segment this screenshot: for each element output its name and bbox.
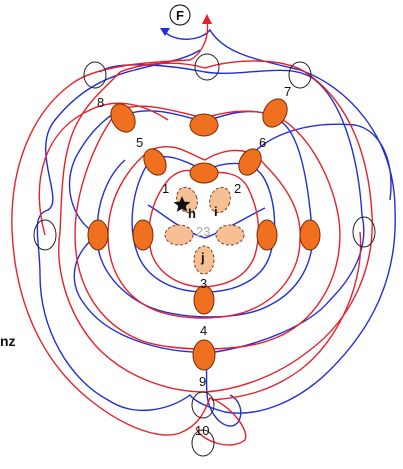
crossing-bottom-b — [191, 429, 215, 457]
side-text: nz — [0, 333, 16, 349]
label-4: 4 — [200, 323, 207, 338]
arrow-down-icon — [160, 28, 170, 36]
blue-bottom-tail — [204, 351, 242, 427]
node-3 — [193, 285, 215, 315]
label-1: 1 — [162, 181, 169, 196]
node-7 — [262, 98, 288, 128]
node-left-outer — [87, 219, 109, 251]
crossing-right — [352, 216, 376, 248]
node-8 — [110, 103, 136, 133]
label-2: 2 — [234, 181, 241, 196]
faded-node-2 — [209, 186, 231, 214]
node-6 — [238, 148, 262, 176]
label-5: 5 — [136, 135, 143, 150]
label-h: h — [188, 206, 196, 221]
red-outer-loop — [11, 19, 247, 446]
node-left-inner — [132, 219, 154, 251]
node-right-inner — [256, 219, 278, 251]
label-8: 8 — [97, 95, 104, 110]
faded-node-right — [215, 224, 245, 246]
blue-cross-b — [147, 204, 266, 239]
node-5 — [143, 148, 167, 176]
node-4 — [192, 339, 216, 371]
arrow-up-icon — [202, 14, 212, 24]
faded-node-left — [164, 224, 194, 246]
node-top-center — [189, 113, 219, 137]
crossing-top-left — [83, 61, 107, 89]
start-marker: F — [169, 4, 191, 26]
crossing-markers — [33, 53, 376, 457]
label-7: 7 — [284, 84, 291, 99]
label-3: 3 — [200, 276, 207, 291]
start-marker-circle — [169, 4, 191, 26]
red-cross-a — [38, 102, 169, 236]
faded-node-j — [193, 245, 215, 275]
node-right-outer — [299, 219, 321, 251]
red-cross-b — [211, 231, 362, 401]
star-icon — [173, 196, 191, 212]
blue-outer-loop — [36, 28, 396, 414]
red-third-ring — [74, 105, 341, 350]
label-i: i — [214, 204, 218, 219]
node-labels: 8 7 5 6 1 2 h i 23 j 3 4 9 10 — [97, 84, 291, 438]
label-10: 10 — [195, 423, 209, 438]
label-6: 6 — [259, 135, 266, 150]
label-j: j — [200, 250, 205, 265]
node-inner-top — [189, 162, 219, 184]
crossing-top-right — [288, 61, 312, 89]
crossing-top-center — [194, 53, 220, 81]
blue-cross-a — [247, 123, 392, 201]
red-second-ring — [58, 60, 373, 393]
solid-nodes — [87, 98, 321, 371]
crossing-bottom-a — [191, 391, 215, 419]
start-marker-label: F — [176, 8, 184, 23]
label-9: 9 — [199, 374, 206, 389]
crossing-left — [33, 219, 57, 251]
label-23: 23 — [196, 224, 210, 239]
